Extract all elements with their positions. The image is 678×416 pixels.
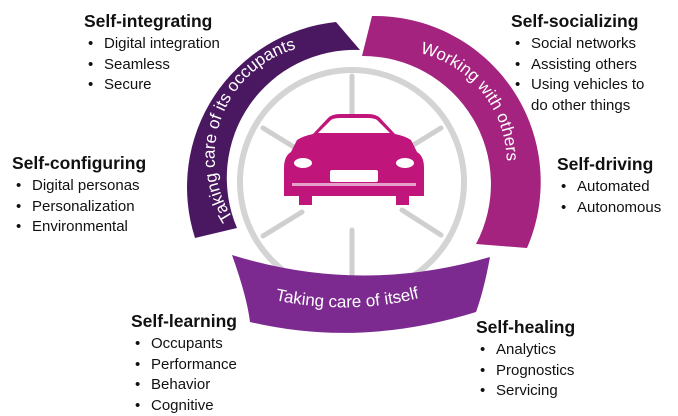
list-item: Social networks (511, 34, 644, 55)
self-driving-title: Self-driving (557, 153, 661, 175)
self-integrating-block: Self-integrating Digital integration Sea… (84, 10, 220, 96)
self-socializing-block: Self-socializing Social networks Assisti… (511, 10, 644, 116)
self-configuring-title: Self-configuring (12, 152, 146, 174)
self-healing-title: Self-healing (476, 316, 575, 338)
list-item: Assisting others (511, 55, 644, 76)
list-item: Seamless (84, 55, 220, 76)
list-item: Personalization (12, 197, 146, 218)
list-item: Automated (557, 177, 661, 198)
list-item: Performance (131, 355, 237, 376)
list-item: Prognostics (476, 361, 575, 382)
list-item: Servicing (476, 381, 575, 402)
self-configuring-block: Self-configuring Digital personas Person… (12, 152, 146, 238)
self-learning-block: Self-learning Occupants Performance Beha… (131, 310, 237, 416)
list-item: Analytics (476, 340, 575, 361)
list-item: Behavior (131, 375, 237, 396)
list-item: Cognitive (131, 396, 237, 416)
list-item: Digital personas (12, 176, 146, 197)
list-item: Occupants (131, 334, 237, 355)
self-healing-block: Self-healing Analytics Prognostics Servi… (476, 316, 575, 402)
self-driving-block: Self-driving Automated Autonomous (557, 153, 661, 218)
list-item: Secure (84, 75, 220, 96)
self-learning-title: Self-learning (131, 310, 237, 332)
self-socializing-title: Self-socializing (511, 10, 644, 32)
list-item: Environmental (12, 217, 146, 238)
list-item: Digital integration (84, 34, 220, 55)
self-integrating-title: Self-integrating (84, 10, 220, 32)
list-item: Autonomous (557, 198, 661, 219)
